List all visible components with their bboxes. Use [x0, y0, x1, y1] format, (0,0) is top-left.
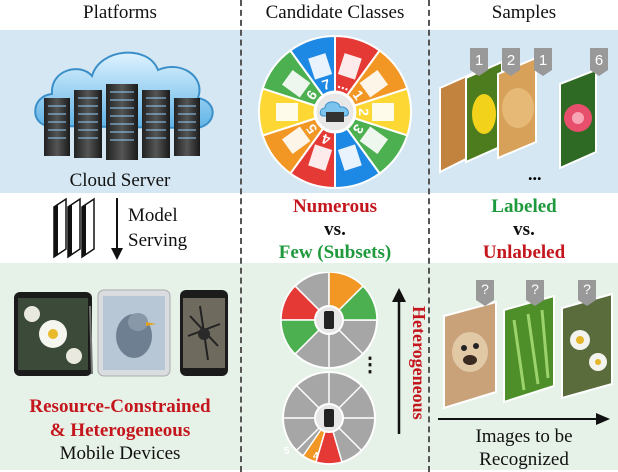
class-card [372, 103, 394, 121]
class-card [281, 126, 311, 154]
devices-label-line3: Mobile Devices [59, 443, 181, 464]
header-samples: Samples [491, 2, 557, 23]
images-caption-line2: Recognized [479, 449, 569, 470]
unlabeled-samples-illustration [443, 280, 613, 410]
hub-server-icon [326, 112, 344, 122]
class-card [281, 70, 311, 98]
small-wheel-number-5: 5 [284, 446, 290, 457]
class-card [276, 103, 298, 121]
class-card [337, 144, 362, 171]
mobile-devices-illustration [14, 289, 228, 377]
serving-arrow [111, 198, 123, 260]
class-card [337, 53, 362, 80]
few-subsets-label: Few (Subsets) [278, 242, 392, 263]
samples-vs-label: vs. [513, 219, 535, 240]
model-serving-label-line2: Serving [128, 230, 188, 251]
images-caption-line1: Images to be [475, 426, 573, 447]
labeled-samples-illustration [439, 48, 608, 174]
label-tag-3: 1 [538, 52, 548, 69]
wheel-label: ... [336, 75, 352, 94]
label-tag-1: 1 [474, 52, 484, 69]
unknown-tag-3: ? [583, 281, 591, 297]
class-card [359, 126, 389, 154]
vertical-more-indicator: ⋮ [360, 354, 380, 376]
header-candidate-classes: Candidate Classes [265, 2, 405, 23]
class-card [359, 70, 389, 98]
class-card [308, 53, 333, 80]
heterogeneous-label: Heterogeneous [409, 306, 429, 420]
model-serving-label-line1: Model [128, 205, 178, 226]
small-wheel-number-4: 4 [313, 451, 319, 462]
heterogeneous-arrow [392, 288, 406, 434]
labeled-label: Labeled [491, 196, 557, 217]
column-separator-left [240, 0, 242, 472]
class-card [308, 144, 333, 171]
column-separator-right [428, 0, 430, 472]
numerous-label: Numerous [292, 196, 378, 217]
recognition-arrow [438, 413, 610, 425]
cloud-server-label: Cloud Server [69, 170, 171, 191]
label-tag-2: 2 [506, 52, 516, 69]
cloud-server-illustration [34, 51, 214, 160]
header-platforms: Platforms [83, 2, 157, 23]
classes-vs-label: vs. [324, 219, 346, 240]
unlabeled-label: Unlabeled [482, 242, 566, 263]
model-stack-icon [53, 197, 95, 259]
samples-more-indicator: ... [528, 164, 542, 184]
unknown-tag-2: ? [531, 281, 539, 297]
unknown-tag-1: ? [481, 281, 489, 297]
devices-label-line1: Resource-Constrained [29, 396, 211, 417]
subset-wheels [280, 272, 378, 465]
label-tag-4: 6 [594, 52, 604, 69]
devices-label-line2: & Heterogeneous [49, 420, 191, 441]
wheel-label: 2 [356, 108, 372, 116]
